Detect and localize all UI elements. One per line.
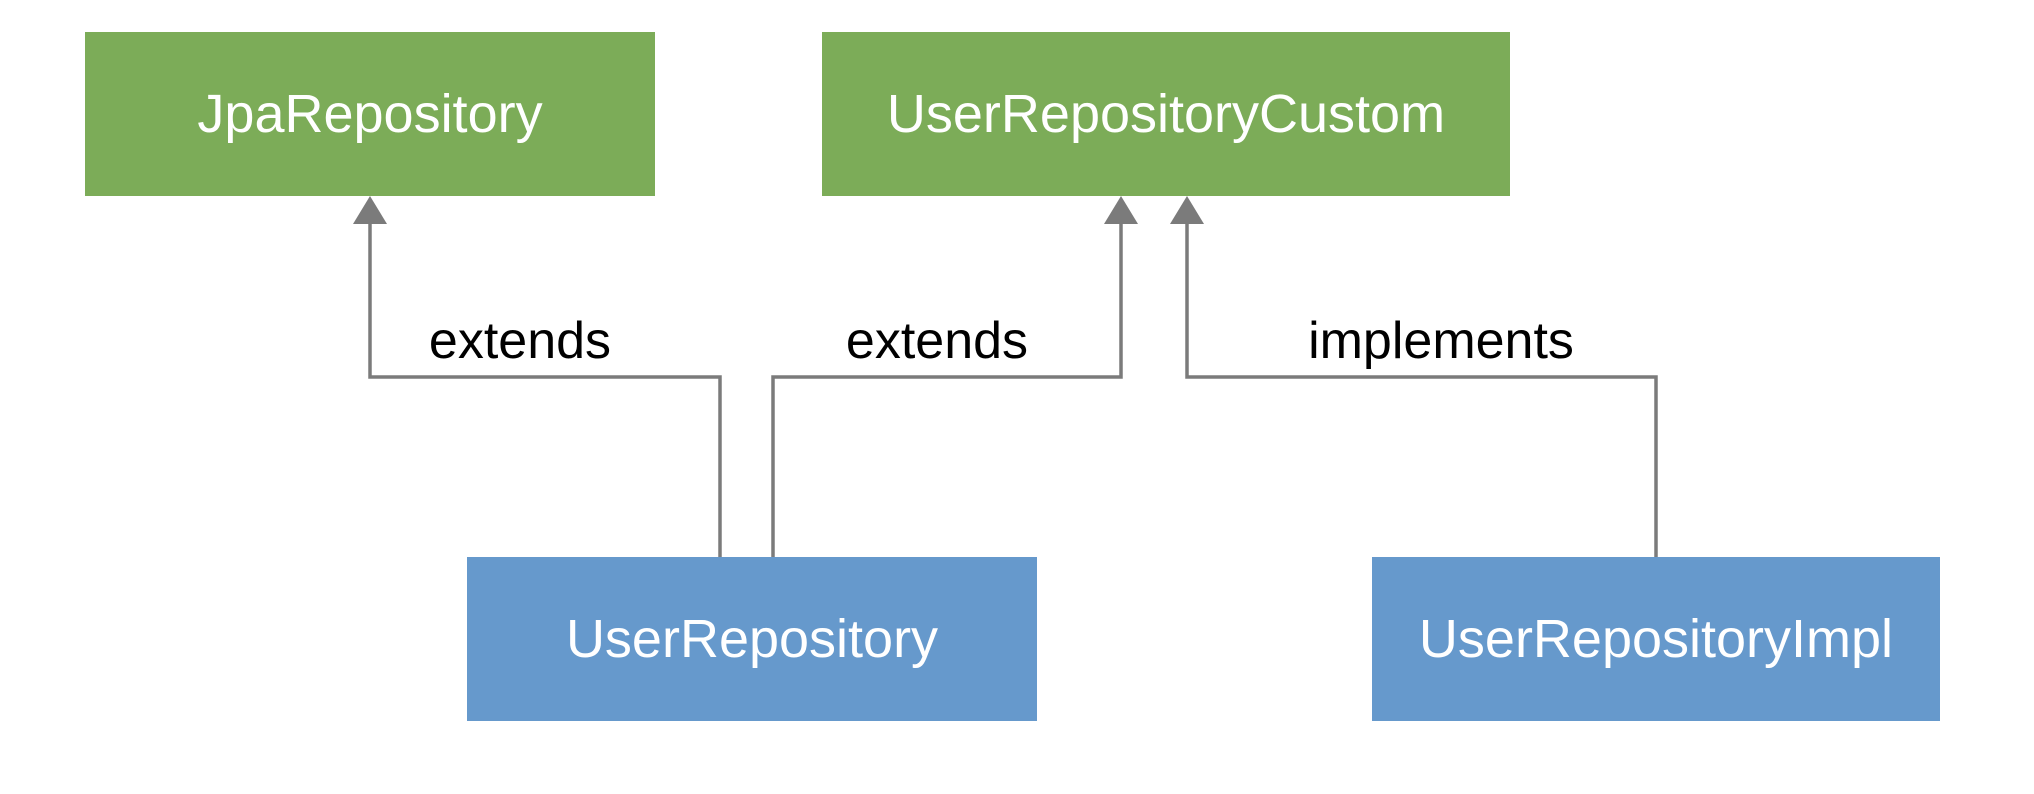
node-userrepository-label: UserRepository <box>565 609 939 669</box>
node-userrepositoryimpl: UserRepositoryImpl <box>1372 557 1940 721</box>
node-userrepositorycustom-label: UserRepositoryCustom <box>886 84 1446 144</box>
arrowhead-up-icon <box>353 196 387 224</box>
arrowhead-up-icon <box>1104 196 1138 224</box>
edge-label-extends-userrepositorycustom: extends <box>845 312 1029 370</box>
edge-label-extends-jparepository: extends <box>428 312 612 370</box>
edge-userrepositoryimpl-implements-userrepositorycustom <box>1170 196 1658 557</box>
arrowhead-up-icon <box>1170 196 1204 224</box>
node-jparepository-label: JpaRepository <box>197 84 543 144</box>
edge-userrepository-extends-jparepository <box>353 196 722 557</box>
edge-userrepository-extends-userrepositorycustom <box>771 196 1138 557</box>
node-userrepositoryimpl-label: UserRepositoryImpl <box>1418 609 1894 669</box>
node-userrepositorycustom: UserRepositoryCustom <box>822 32 1510 196</box>
node-userrepository: UserRepository <box>467 557 1037 721</box>
edge-label-implements: implements <box>1308 312 1574 370</box>
node-jparepository: JpaRepository <box>85 32 655 196</box>
